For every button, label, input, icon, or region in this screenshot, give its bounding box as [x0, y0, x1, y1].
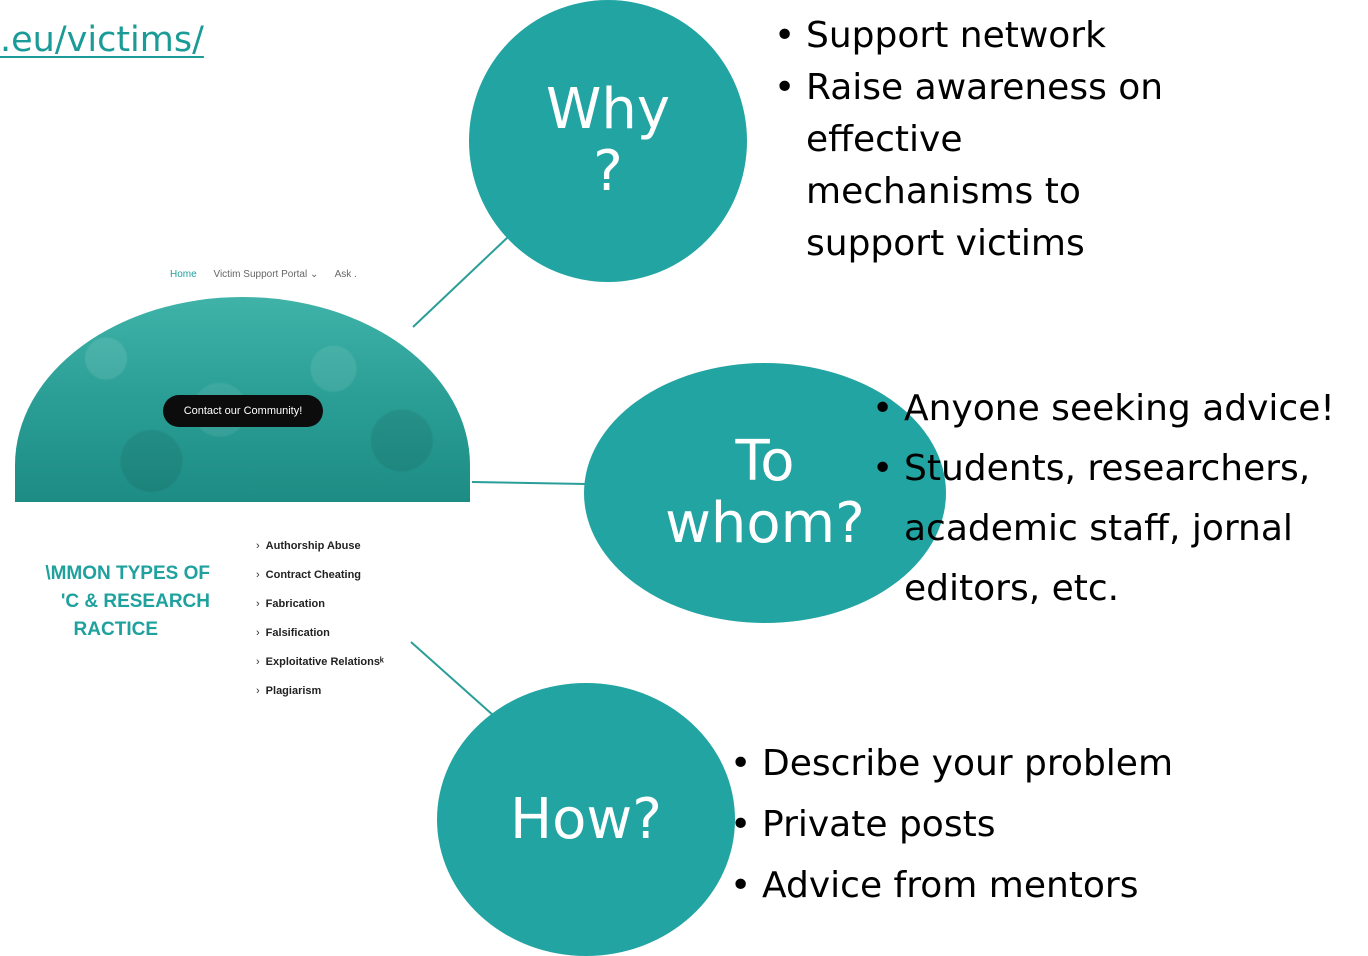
- website-screenshot: Home Victim Support Portal ⌄ Ask . Conta…: [0, 262, 470, 712]
- types-heading-line: 'C & RESEARCH: [60, 591, 210, 612]
- why-circle: Why ?: [469, 0, 747, 282]
- type-item-exploitative-relations[interactable]: Exploitative Relationsᵏ: [256, 656, 384, 685]
- to-whom-bullet: Students, researchers, academic staff, j…: [868, 439, 1368, 619]
- type-item-falsification[interactable]: Falsification: [256, 627, 384, 656]
- types-heading-line: \MMON TYPES OF: [45, 563, 210, 584]
- how-label: How?: [510, 786, 662, 852]
- type-item-contract-cheating[interactable]: Contract Cheating: [256, 569, 384, 598]
- site-nav-home[interactable]: Home: [170, 269, 197, 280]
- types-heading: \MMON TYPES OF 'C & RESEARCH RACTICE: [0, 560, 210, 644]
- types-heading-line: RACTICE: [73, 619, 158, 640]
- why-bullet: Raise awareness on effective mechanisms …: [770, 62, 1190, 270]
- why-label: Why: [545, 77, 670, 142]
- how-bullet: Advice from mentors: [726, 855, 1246, 916]
- contact-community-button[interactable]: Contact our Community!: [163, 395, 323, 427]
- type-item-fabrication[interactable]: Fabrication: [256, 598, 384, 627]
- connector-whom: [471, 481, 587, 485]
- portal-url-link[interactable]: .eu/victims/: [0, 20, 204, 60]
- to-whom-label: To: [735, 429, 795, 494]
- type-item-authorship-abuse[interactable]: Authorship Abuse: [256, 540, 384, 569]
- why-bullet: Support network: [770, 10, 1190, 62]
- type-item-plagiarism[interactable]: Plagiarism: [256, 685, 384, 714]
- site-nav: Home Victim Support Portal ⌄ Ask .: [170, 269, 371, 280]
- site-nav-ask[interactable]: Ask .: [334, 269, 357, 280]
- why-label-mark: ?: [593, 139, 623, 204]
- why-bullets: Support network Raise awareness on effec…: [770, 10, 1190, 270]
- how-bullets: Describe your problem Private posts Advi…: [726, 733, 1246, 916]
- connector-how: [410, 641, 495, 717]
- to-whom-bullets: Anyone seeking advice! Students, researc…: [868, 379, 1368, 619]
- how-bullet: Describe your problem: [726, 733, 1246, 794]
- to-whom-bullet: Anyone seeking advice!: [868, 379, 1368, 439]
- connector-why: [412, 236, 509, 328]
- how-bullet: Private posts: [726, 794, 1246, 855]
- site-nav-victim-support[interactable]: Victim Support Portal ⌄: [213, 269, 319, 280]
- misconduct-types-list: Authorship Abuse Contract Cheating Fabri…: [256, 540, 384, 714]
- hero-banner: Contact our Community!: [15, 297, 470, 502]
- to-whom-label-2: whom?: [665, 491, 865, 556]
- how-circle: How?: [437, 683, 735, 956]
